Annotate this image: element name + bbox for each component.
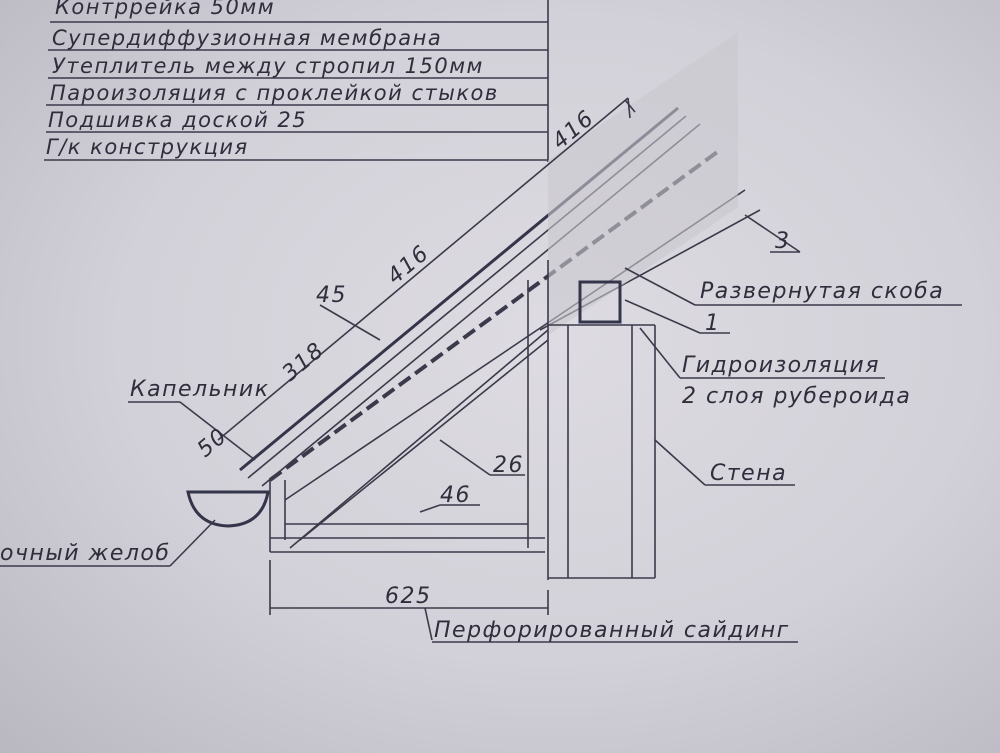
wall-label: Стена (710, 461, 787, 486)
dimension-line (217, 97, 629, 441)
framing (269, 260, 656, 580)
callout-3: 3 (775, 229, 791, 254)
bracket-label: Развернутая скоба (700, 279, 944, 304)
insulation-hatch (548, 32, 738, 336)
dimension-416-mid: 416 (383, 241, 435, 290)
spec-row: Пароизоляция с проклейкой стыков (50, 81, 499, 105)
spec-table: Контррейка 50мм Супердиффузионная мембра… (44, 0, 549, 162)
spec-row: Г/к конструкция (46, 135, 249, 159)
gutter-label: очный желоб (0, 541, 170, 566)
callout-1: 1 (705, 311, 721, 336)
gutter (0, 490, 270, 567)
roof-slope (217, 32, 761, 501)
spec-row: Утеплитель между стропил 150мм (52, 54, 484, 78)
drip-edge-label: Капельник (130, 377, 270, 402)
dimension-46: 46 (440, 483, 471, 508)
dimension-45: 45 (316, 283, 347, 308)
siding-label: Перфорированный сайдинг (434, 618, 790, 643)
dimension-318: 318 (278, 338, 330, 387)
dimensions (269, 560, 798, 643)
dimension-26: 26 (493, 453, 524, 478)
waterproofing-label: Гидроизоляция (682, 353, 880, 378)
spec-row: Супердиффузионная мембрана (52, 26, 442, 50)
spec-row: Контррейка 50мм (55, 0, 275, 19)
mauerlat (578, 280, 622, 324)
waterproofing-layers-label: 2 слоя рубероида (682, 384, 911, 409)
dimension-50: 50 (193, 424, 233, 463)
leaders (128, 214, 962, 513)
spec-row: Подшивка доской 25 (48, 108, 307, 132)
dimension-625: 625 (385, 584, 432, 609)
